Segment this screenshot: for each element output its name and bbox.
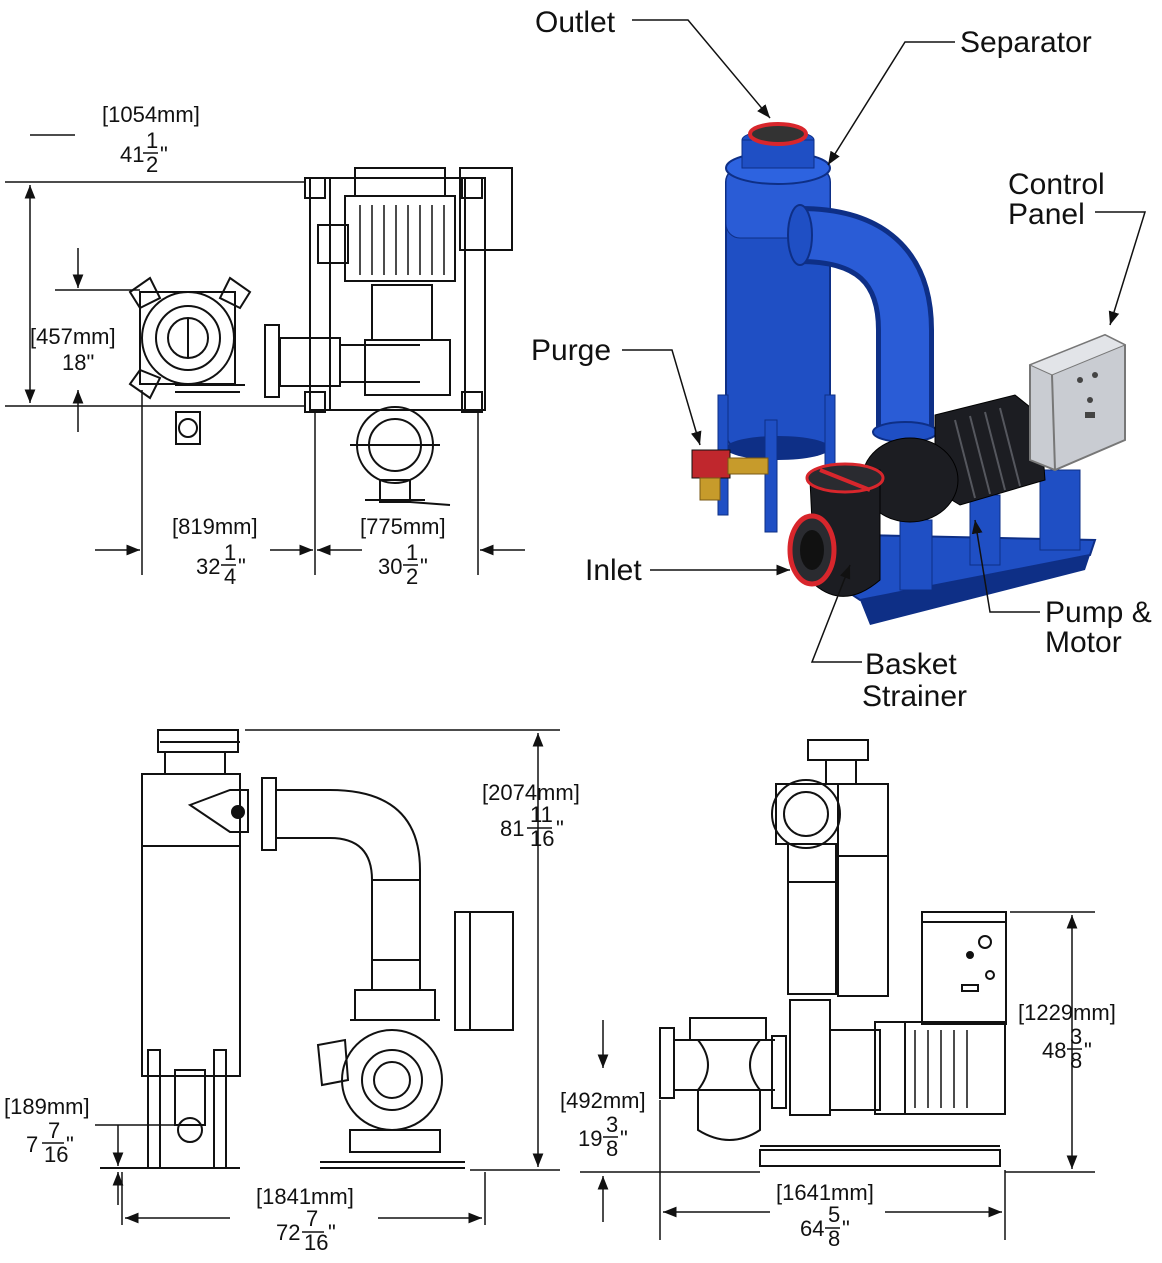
vertical-pipe-front (787, 843, 837, 995)
dim-width-b-whole: 30 (378, 554, 402, 579)
dim-width-a-mm: [819mm] (172, 514, 258, 539)
separator-upper-side (141, 773, 241, 847)
pump-volute-side (341, 1029, 443, 1131)
side-view-drawing (100, 729, 514, 1169)
dim-purge-height-num: 7 (48, 1118, 60, 1143)
control-panel-side (454, 911, 514, 1031)
dim-purge-height-whole: 7 (26, 1132, 38, 1157)
label-purge: Purge (531, 334, 611, 367)
dim-depth-den: 2 (146, 152, 158, 177)
dim-inlet-height-mm: [492mm] (560, 1088, 646, 1113)
label-basket-strainer-line2: Strainer (862, 680, 967, 713)
dim-panel-height-den: 8 (1070, 1048, 1082, 1073)
dim-panel-height-num: 3 (1070, 1024, 1082, 1049)
dim-depth-whole: 41 (120, 142, 144, 167)
label-outlet: Outlet (535, 6, 616, 39)
separator-tank-side (141, 845, 241, 1077)
dim-width-a-den: 4 (224, 564, 236, 589)
dim-panel-height-mm: [1229mm] (1018, 1000, 1116, 1025)
purge-valve (691, 449, 731, 479)
dim-width-a-whole: 32 (196, 554, 220, 579)
dimension-labels: [1054mm] 41 1 2 " [457mm] 18" [819mm] 32… (4, 102, 1116, 1255)
front-view-drawing (659, 739, 1007, 1167)
dim-height-whole: 81 (500, 816, 524, 841)
dim-width-b-mm: [775mm] (360, 514, 446, 539)
label-separator: Separator (960, 26, 1092, 59)
dim-front-width-num: 5 (828, 1202, 840, 1227)
motor-body (344, 195, 456, 282)
dim-front-width-den: 8 (828, 1226, 840, 1251)
dim-inlet-offset-mm: [457mm] (30, 324, 116, 349)
dim-width-b-unit: " (420, 554, 428, 579)
dim-height-num: 11 (530, 802, 553, 827)
separator-flange-front (771, 779, 841, 849)
frame-outline (309, 177, 486, 411)
dim-purge-height-unit: " (66, 1132, 74, 1157)
dim-height-den: 16 (530, 826, 554, 851)
outlet-flange (748, 122, 808, 146)
dim-inlet-height-den: 8 (606, 1136, 618, 1161)
dim-front-width-mm: [1641mm] (776, 1180, 874, 1205)
dim-panel-height-whole: 48 (1042, 1038, 1066, 1063)
dim-length-den: 16 (304, 1230, 328, 1255)
control-panel-front (921, 911, 1007, 1025)
dim-front-width-unit: " (842, 1216, 850, 1241)
dim-height-unit: " (556, 816, 564, 841)
dim-depth-mm: [1054mm] (102, 102, 200, 127)
dim-inlet-height-num: 3 (606, 1112, 618, 1137)
dim-width-b-den: 2 (406, 564, 418, 589)
dim-inlet-height-unit: " (620, 1126, 628, 1151)
leader-lines (622, 19, 1147, 663)
motor-cap (354, 167, 446, 197)
dim-width-b-num: 1 (406, 540, 418, 565)
label-control-panel-line2: Panel (1008, 198, 1085, 231)
label-pump-motor-line2: Motor (1045, 626, 1122, 659)
dim-width-a-num: 1 (224, 540, 236, 565)
component-labels: Outlet Separator Control Panel Purge Inl… (531, 6, 1152, 713)
dim-front-width-whole: 64 (800, 1216, 824, 1241)
dim-purge-height-den: 16 (44, 1142, 68, 1167)
dim-inlet-offset-in: 18" (62, 350, 94, 375)
dim-depth-num: 1 (146, 128, 158, 153)
dim-purge-height-mm: [189mm] (4, 1094, 90, 1119)
motor-front (904, 1021, 1006, 1115)
dim-length-num: 7 (306, 1206, 318, 1231)
dim-length-mm: [1841mm] (256, 1184, 354, 1209)
control-panel-top (459, 167, 513, 251)
label-control-panel-line1: Control (1008, 168, 1105, 201)
dimension-lines (5, 134, 1095, 1240)
label-inlet: Inlet (585, 554, 642, 587)
dim-panel-height-unit: " (1084, 1038, 1092, 1063)
dim-height-mm: [2074mm] (482, 780, 580, 805)
label-pump-motor-line1: Pump & (1045, 596, 1152, 629)
dim-width-a-unit: " (238, 554, 246, 579)
top-view-drawing (128, 167, 513, 506)
base-front (759, 1149, 1001, 1167)
dim-length-unit: " (328, 1220, 336, 1245)
dim-depth-unit: " (160, 142, 168, 167)
label-basket-strainer-line1: Basket (865, 648, 957, 681)
dim-length-whole: 72 (276, 1220, 300, 1245)
isometric-view (691, 122, 1127, 625)
dim-inlet-height-whole: 19 (578, 1126, 602, 1151)
